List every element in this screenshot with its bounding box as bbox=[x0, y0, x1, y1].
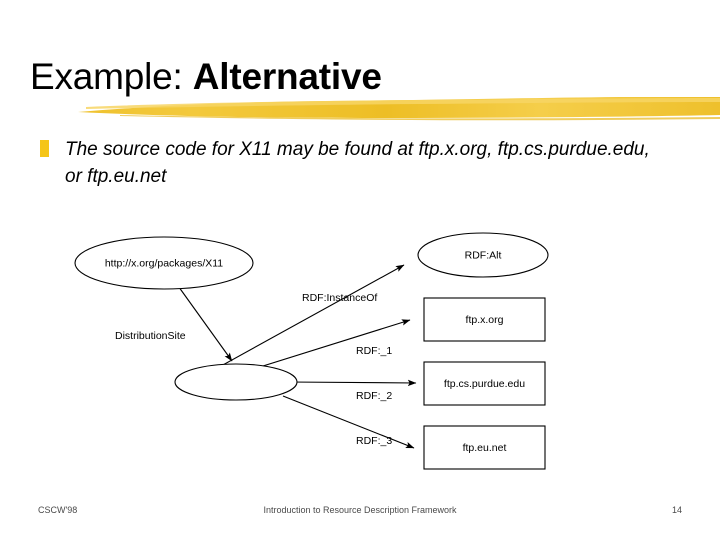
node-value-2-rect bbox=[423, 361, 546, 406]
node-value-3-label: ftp.eu.net bbox=[463, 442, 507, 454]
edge-3-label: RDF:_3 bbox=[356, 435, 392, 447]
rdf-graph-diagram: http://x.org/packages/X11 RDF:Alt ftp.x.… bbox=[0, 215, 720, 485]
page-title-regular: Example: bbox=[30, 56, 183, 97]
page-title: Example: Alternative bbox=[30, 55, 382, 99]
slide-footer: CSCW'98 Introduction to Resource Descrip… bbox=[0, 505, 720, 525]
node-subject-label: http://x.org/packages/X11 bbox=[105, 257, 223, 269]
edge-distributionsite-line bbox=[175, 282, 233, 362]
node-value-1-rect bbox=[423, 297, 546, 342]
bullet-list-item: The source code for X11 may be found at … bbox=[40, 136, 680, 190]
bullet-item-label: The source code for X11 may be found at … bbox=[65, 139, 650, 187]
footer-page-number: 14 bbox=[671, 505, 682, 515]
brushstroke-shadow bbox=[120, 115, 720, 121]
node-subject-ellipse bbox=[74, 236, 254, 290]
edge-distributionsite-label: DistributionSite bbox=[115, 330, 186, 342]
node-alt-type-label: RDF:Alt bbox=[465, 249, 502, 261]
node-anon-bag-ellipse bbox=[174, 363, 298, 401]
page-title-bold: Alternative bbox=[192, 56, 382, 97]
edge-1-label: RDF:_1 bbox=[356, 345, 392, 357]
edge-instanceof-label: RDF:InstanceOf bbox=[302, 292, 377, 304]
brushstroke-highlight bbox=[86, 98, 720, 109]
footer-conference-label: CSCW'98 bbox=[38, 505, 78, 515]
title-underline-brushstroke bbox=[0, 96, 720, 122]
brushstroke-svg bbox=[78, 97, 720, 121]
node-alt-type-ellipse bbox=[417, 232, 549, 278]
footer-presentation-title: Introduction to Resource Description Fra… bbox=[263, 505, 457, 515]
node-value-3-rect bbox=[423, 425, 546, 470]
node-value-2-label: ftp.cs.purdue.edu bbox=[444, 378, 525, 390]
edge-2-line bbox=[287, 379, 417, 387]
edge-3-line bbox=[282, 395, 415, 449]
node-value-1-label: ftp.x.org bbox=[466, 314, 504, 326]
edge-2-label: RDF:_2 bbox=[356, 390, 392, 402]
brushstroke-body bbox=[78, 97, 720, 118]
square-bullet-icon bbox=[40, 140, 49, 157]
